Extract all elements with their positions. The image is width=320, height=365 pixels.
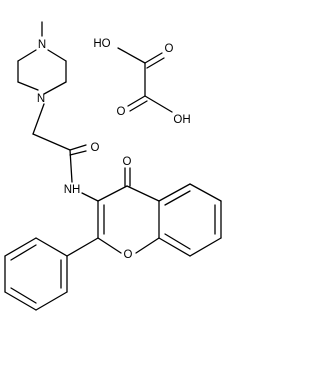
structure-drawing: N N O NH O O HO O O OH (4, 21, 222, 311)
atom-ho-oxalic-left: HO (93, 38, 110, 50)
molecule-diagram: N N O NH O O HO O O OH (4, 21, 222, 311)
atom-o-ketone: O (123, 156, 132, 168)
atom-n-piperazine-top: N (38, 39, 46, 51)
atom-o-ring: O (124, 249, 133, 261)
atom-oh-oxalic-right: OH (173, 114, 190, 126)
atom-o-oxalic-top: O (165, 43, 174, 55)
atom-labels: N N O NH O O HO O O OH (37, 38, 191, 261)
bond-lines (4, 21, 222, 311)
atom-n-piperazine-bottom: N (37, 93, 45, 105)
atom-o-oxalic-bottom: O (117, 106, 126, 118)
atom-nh-amide: NH (64, 184, 81, 196)
atom-o-amide: O (91, 142, 100, 154)
